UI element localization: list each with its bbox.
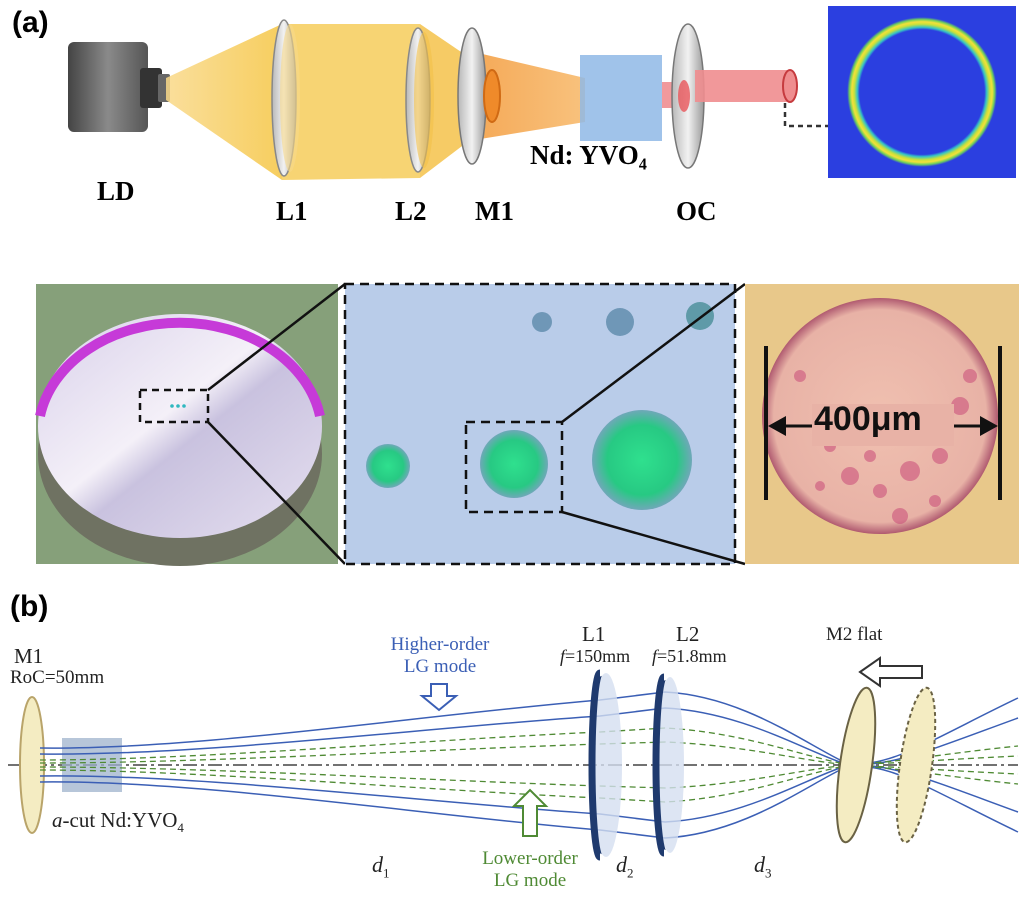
panel-a-label: (a) (12, 6, 49, 39)
distance-d3: d3 (754, 852, 772, 881)
d3-sub: 3 (765, 865, 772, 881)
label-oc: OC (676, 196, 717, 226)
output-coupler (671, 23, 705, 169)
higher-order-label: Higher-order LG mode (370, 634, 510, 678)
label-m1: M1 (475, 196, 514, 226)
setup-schematic (68, 6, 1016, 180)
crystal-label-rest: -cut Nd:YVO (62, 808, 178, 832)
l1-title: L1 (582, 622, 606, 646)
m2-shift-arrow (858, 656, 923, 688)
d1-sub: 1 (383, 865, 390, 881)
higher-order-arrow (419, 683, 459, 712)
photo-row (35, 282, 1019, 566)
m1-title: M1 (14, 644, 44, 668)
lower-order-arrow (511, 788, 549, 837)
l2-focal: f=51.8mm (652, 646, 727, 667)
scale-bar-label: 400μm (814, 400, 922, 438)
d1-main: d (372, 852, 383, 877)
cavity-diagram (8, 656, 1019, 861)
d2-main: d (616, 852, 627, 877)
m1-roc: RoC=50mm (10, 667, 105, 688)
d3-main: d (754, 852, 765, 877)
distance-d2: d2 (616, 852, 634, 881)
mirror-m1 (457, 27, 501, 165)
lower-order-line1: Lower-order (482, 848, 578, 869)
focused-pump (474, 52, 585, 140)
cavity-mirror-m1 (19, 696, 45, 834)
d2-sub: 2 (627, 865, 634, 881)
crystal-ndyvo4 (580, 55, 662, 141)
crystal-label: a-cut Nd:YVO4 (52, 808, 184, 836)
l2-focal-value: =51.8mm (657, 646, 727, 666)
m2-label: M2 flat (826, 624, 883, 645)
distance-d1: d1 (372, 852, 390, 881)
cavity-lens-l1 (588, 669, 622, 861)
mirror-photo (35, 284, 338, 566)
cavity-mirror-m2 (835, 686, 877, 844)
higher-order-line1: Higher-order (390, 634, 490, 655)
l2-focal-prefix: f (652, 646, 658, 666)
lens-l1 (271, 19, 300, 177)
output-beam (695, 69, 830, 128)
label-l2: L2 (395, 196, 427, 226)
crystal-label-prefix: a (52, 808, 63, 832)
panel-b-label: (b) (10, 590, 49, 623)
lower-order-beam (39, 727, 1019, 803)
micrograph-photo (745, 284, 1019, 564)
beam-profile-image (828, 6, 1016, 178)
cavity-lens-l2 (652, 673, 684, 857)
lower-order-label: Lower-order LG mode (460, 848, 600, 892)
l1-focal-value: =150mm (565, 646, 631, 666)
lower-order-line2: LG mode (493, 870, 567, 891)
label-l1: L1 (276, 196, 308, 226)
microdot-photo (343, 282, 737, 566)
pump-beam (166, 24, 282, 180)
label-crystal: Nd: YVO₄ (530, 140, 647, 170)
lens-l2 (405, 27, 434, 173)
l2-title: L2 (676, 622, 700, 646)
crystal-label-sub: 4 (177, 820, 184, 836)
laser-diode (68, 42, 170, 132)
l1-focal-prefix: f (560, 646, 566, 666)
label-ld: LD (97, 176, 135, 206)
cavity-mirror-m2-shifted (895, 686, 937, 844)
l1-focal: f=150mm (560, 646, 630, 667)
higher-order-line2: LG mode (403, 656, 477, 677)
